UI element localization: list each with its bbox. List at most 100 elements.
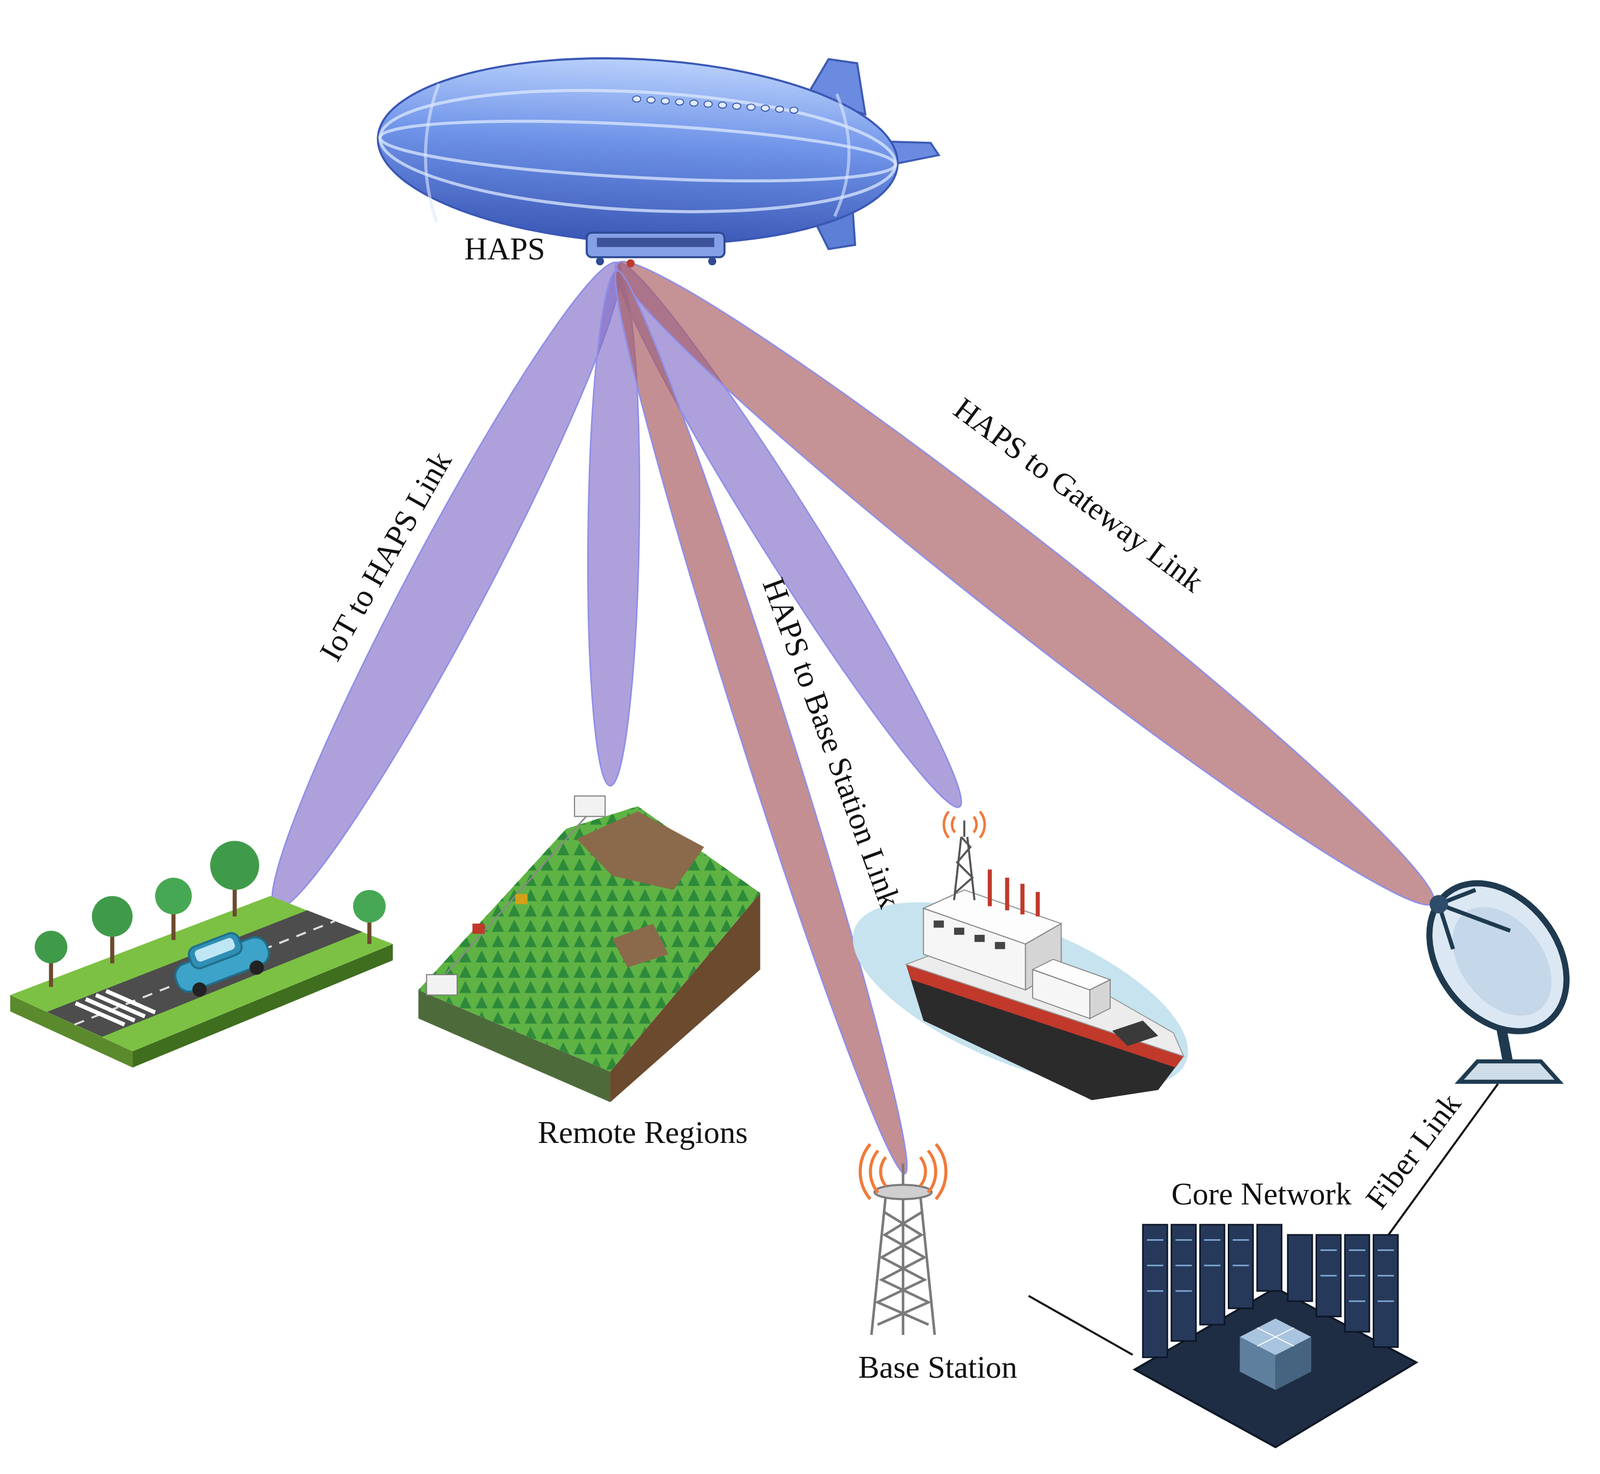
mountain — [418, 795, 760, 1102]
cell-tower — [877, 1212, 929, 1325]
node-label: Core Network — [1171, 1175, 1352, 1212]
cell-tower — [874, 1184, 932, 1199]
illustrated-node: Remote Regions — [418, 785, 766, 1153]
tower-signal — [860, 1143, 871, 1199]
ship-windows — [954, 927, 965, 935]
mountain — [418, 805, 760, 1072]
server-core — [1275, 1336, 1312, 1390]
rack-lights — [1175, 1264, 1192, 1267]
ship-windows — [933, 920, 944, 928]
satellite-dish — [1459, 1060, 1560, 1082]
server-core — [1239, 1318, 1312, 1390]
server-racks — [1142, 1224, 1398, 1358]
ship-antennas — [987, 869, 1040, 917]
airship-windows — [632, 95, 641, 102]
mountain — [418, 805, 760, 1072]
airship-windows — [647, 96, 656, 103]
tower-signal — [870, 1150, 879, 1193]
airship-windows — [775, 105, 784, 112]
trees — [155, 877, 192, 915]
server-core — [1257, 1327, 1295, 1346]
airship-windows — [632, 95, 798, 113]
server-racks — [1373, 1234, 1398, 1348]
server-racks — [1142, 1224, 1168, 1358]
car — [190, 980, 210, 999]
airship-windows — [660, 97, 669, 104]
server-racks — [1316, 1234, 1342, 1317]
rack-lights — [1320, 1274, 1337, 1277]
trees — [91, 895, 133, 937]
trees — [49, 959, 54, 988]
gondola — [586, 232, 725, 258]
ship-mast — [955, 836, 973, 894]
airship-windows — [675, 98, 684, 105]
server-core — [1239, 1336, 1276, 1390]
trees — [34, 840, 386, 987]
beam-link — [594, 263, 929, 1182]
rack-lights — [1232, 1264, 1250, 1267]
cell-tower — [920, 1195, 935, 1335]
server-core — [1257, 1327, 1295, 1346]
rack-lights — [1204, 1264, 1221, 1267]
gondola — [626, 259, 635, 268]
rack-lights — [1349, 1300, 1366, 1302]
ship — [1089, 979, 1111, 1019]
airship-windows — [789, 106, 798, 113]
rack-lights — [1320, 1249, 1337, 1251]
rack-lights — [1175, 1239, 1192, 1241]
server-racks — [1228, 1224, 1253, 1309]
crosswalk — [105, 990, 156, 1013]
cell-tower — [901, 1163, 905, 1186]
ship — [905, 964, 1184, 1100]
airship-windows — [760, 105, 769, 112]
airship-windows — [689, 100, 698, 106]
mountain — [576, 811, 705, 890]
road-tile — [47, 910, 363, 1037]
gondola — [596, 237, 714, 248]
satellite-dish — [1432, 887, 1572, 1035]
gondola — [586, 232, 725, 268]
link-label: Fiber Link — [1358, 1086, 1469, 1217]
tower-signal — [927, 1150, 936, 1193]
car — [247, 958, 267, 978]
rack-lights — [1232, 1239, 1250, 1241]
airship-windows — [704, 101, 713, 107]
airship — [373, 45, 903, 257]
server-racks — [1257, 1224, 1282, 1291]
tower-signal — [935, 1143, 946, 1199]
rack-lights — [1175, 1289, 1192, 1292]
rack-lights — [1377, 1274, 1395, 1277]
trees — [210, 840, 260, 890]
mountain — [612, 923, 669, 968]
mountain — [472, 923, 485, 934]
illustrated-node: HAPS — [377, 50, 939, 271]
rack-lights — [1204, 1239, 1221, 1241]
mountain — [515, 894, 528, 905]
server-racks — [1171, 1224, 1197, 1342]
satellite-dish — [1401, 856, 1595, 1058]
airship — [378, 111, 897, 192]
airship — [377, 78, 899, 225]
ship-windows — [974, 934, 985, 942]
satellite-dish — [1439, 889, 1511, 950]
gondola — [708, 257, 717, 266]
car — [167, 921, 276, 1003]
ship-signal — [951, 816, 955, 833]
tower-signal — [920, 1157, 926, 1187]
airship-windows — [747, 104, 756, 111]
trees — [352, 889, 386, 923]
server-racks — [1287, 1234, 1313, 1302]
node-label: HAPS — [464, 230, 545, 267]
rack-lights — [1377, 1249, 1395, 1251]
tower-signal — [860, 1143, 946, 1199]
crosswalk — [75, 990, 156, 1025]
gondola — [595, 257, 604, 266]
satellite-dish — [1439, 904, 1511, 932]
illustrated-node: Core Network — [1132, 1173, 1419, 1444]
rack-lights — [1377, 1300, 1395, 1302]
cell-tower — [871, 1163, 935, 1335]
airship — [834, 94, 850, 217]
car — [186, 930, 245, 971]
node-label: Remote Regions — [537, 1114, 749, 1151]
